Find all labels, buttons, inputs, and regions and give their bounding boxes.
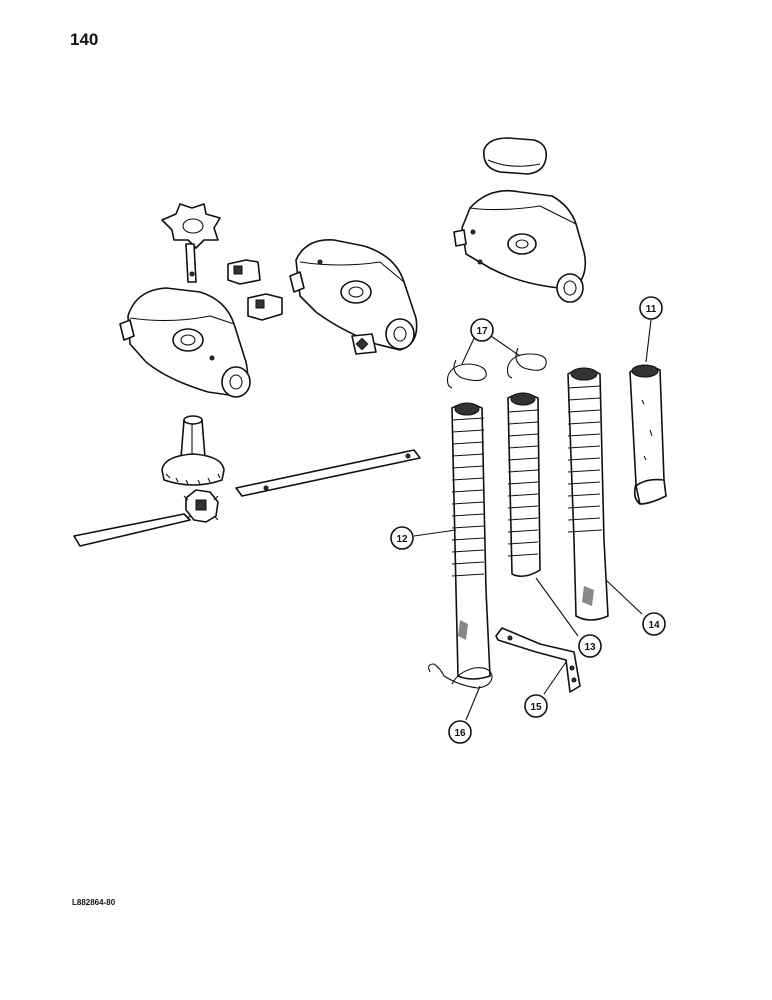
flexible-tube-14 — [567, 367, 609, 621]
housing-cap — [483, 137, 548, 175]
spring-clip-right — [506, 347, 547, 379]
gearbox-housing-lower-left — [119, 287, 251, 398]
leader-13 — [535, 577, 579, 637]
callout-13: 13 — [578, 634, 602, 658]
callout-label-17: 17 — [476, 326, 488, 337]
callout-label-13: 13 — [584, 642, 596, 653]
flexible-tube-12 — [451, 402, 491, 680]
leader-17-left — [461, 333, 477, 365]
page-number: 140 — [70, 30, 99, 49]
callout-15: 15 — [524, 694, 548, 718]
callout-16: 16 — [448, 720, 472, 744]
callout-label-12: 12 — [396, 534, 408, 545]
spring-clip-left — [446, 359, 487, 389]
coupling-blocks — [227, 259, 283, 321]
figure-code: L882864-80 — [72, 898, 116, 907]
leader-17-right — [487, 333, 521, 357]
wire-clip-16 — [428, 663, 493, 689]
square-shaft-right — [235, 449, 421, 497]
callout-14: 14 — [642, 612, 666, 636]
callout-11: 11 — [639, 296, 663, 320]
gearbox-housing-upper-right — [453, 189, 587, 303]
leader-12 — [413, 529, 457, 537]
leader-15 — [543, 661, 567, 695]
gearbox-housing-middle — [289, 239, 418, 355]
callout-label-11: 11 — [646, 304, 657, 315]
callout-12: 12 — [390, 526, 414, 550]
bevel-gear — [161, 415, 225, 486]
square-shaft-left — [73, 513, 191, 547]
callout-label-14: 14 — [648, 620, 660, 631]
callout-label-15: 15 — [530, 702, 542, 713]
pinion-gear — [183, 489, 219, 523]
leader-14 — [605, 579, 643, 615]
mounting-bracket-15 — [495, 627, 581, 693]
leader-16 — [465, 685, 481, 721]
flexible-tube-13 — [507, 392, 541, 578]
rigid-tube-11 — [629, 364, 667, 505]
star-drive-wheel — [161, 203, 221, 283]
callout-label-16: 16 — [454, 728, 466, 739]
leader-11 — [645, 319, 652, 363]
callout-17: 17 — [470, 318, 494, 342]
